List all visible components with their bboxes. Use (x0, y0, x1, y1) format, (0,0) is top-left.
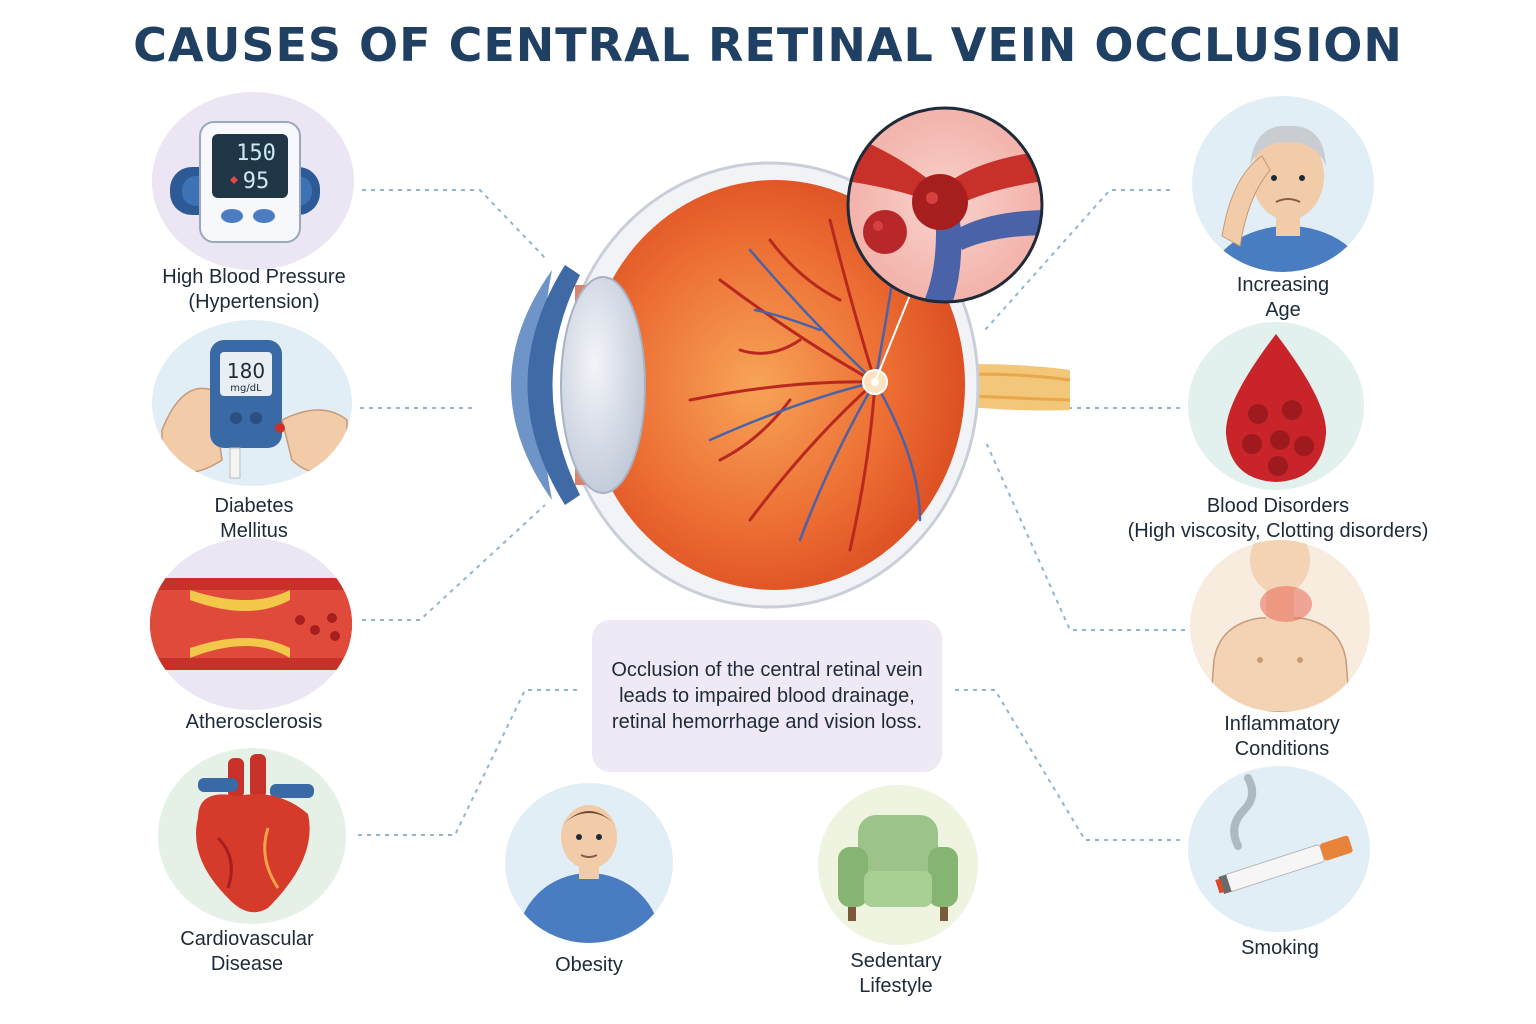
cause-label-age: Increasing Age (1236, 274, 1330, 321)
cause-label-inflammatory: Inflammatory Conditions (1224, 713, 1340, 760)
blood-pressure-monitor-icon: 150 95 (152, 92, 354, 270)
cause-label-blood-disorders: Blood Disorders (High viscosity, Clottin… (1127, 495, 1429, 542)
page-title: CAUSES OF CENTRAL RETINAL VEIN OCCLUSION (133, 18, 1403, 72)
armchair-icon (818, 785, 978, 945)
blood-drop-icon (1188, 322, 1364, 490)
bp-diastolic-value: 95 (243, 169, 270, 194)
glucometer-icon: 180 mg/dL (152, 320, 352, 486)
cause-label-diabetes: Diabetes Mellitus (214, 495, 294, 542)
summary-box: Occlusion of the central retinal vein le… (592, 620, 942, 772)
inflamed-torso-icon (1190, 540, 1370, 712)
cause-label-sedentary: Sedentary Lifestyle (850, 950, 942, 997)
cause-label-hypertension: High Blood Pressure (Hypertension) (162, 266, 346, 313)
artery-plaque-icon (150, 538, 352, 710)
cause-label-cardiovascular: Cardiovascular Disease (180, 928, 314, 975)
summary-text: Occlusion of the central retinal vein le… (611, 659, 923, 733)
eye-cross-section-illustration (470, 100, 1070, 620)
obese-person-icon (505, 783, 673, 943)
cause-label-obesity: Obesity (555, 954, 623, 976)
heart-icon (158, 748, 346, 924)
cigarette-icon (1188, 766, 1370, 932)
elderly-man-icon (1192, 96, 1374, 272)
bp-systolic-value: 150 (236, 141, 276, 166)
cause-label-atherosclerosis: Atherosclerosis (185, 711, 323, 733)
glucose-value: 180 (227, 359, 265, 383)
glucose-unit: mg/dL (230, 383, 262, 394)
cause-label-smoking: Smoking (1241, 937, 1319, 959)
